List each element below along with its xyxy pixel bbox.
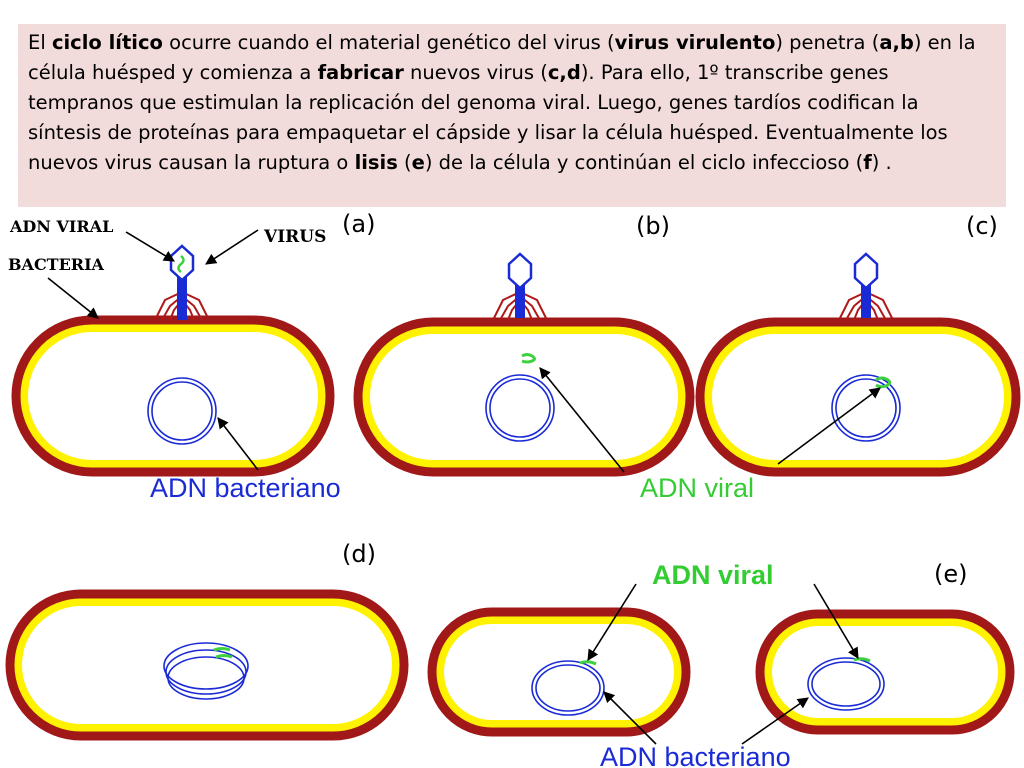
description-segment: nuevos virus ( bbox=[403, 61, 548, 84]
arrow-adn-bacteriano-1 bbox=[217, 417, 259, 471]
label-panel-a: (a) bbox=[342, 210, 375, 238]
label-virus: VIRUS bbox=[263, 227, 326, 247]
description-segment: ) de la célula y continúan el ciclo infe… bbox=[424, 151, 864, 174]
virus-b bbox=[493, 252, 547, 321]
label-adn-viral-top: ADN VIRAL bbox=[9, 217, 113, 236]
viral-dna-d bbox=[213, 647, 233, 659]
arrow-adn-viral-b bbox=[539, 367, 625, 473]
viral-dna-e1 bbox=[579, 660, 597, 666]
description-text: El ciclo lítico ocurre cuando el materia… bbox=[28, 28, 996, 178]
description-segment: ) penetra ( bbox=[775, 31, 880, 54]
arrow-adn-viral-c bbox=[777, 387, 881, 465]
description-segment: ) en la célula huésped y comienza a bbox=[28, 31, 976, 84]
description-segment: ) . bbox=[871, 151, 892, 174]
description-bold-segment: ciclo lítico bbox=[51, 31, 163, 54]
label-panel-c: (c) bbox=[966, 212, 998, 240]
label-adn-bacteriano-1: ADN bacteriano bbox=[150, 473, 341, 503]
panel-a bbox=[11, 244, 335, 477]
label-adn-viral-1: ADN viral bbox=[640, 473, 754, 503]
panel-c bbox=[695, 252, 1021, 477]
arrow-adn-bacteriano-e2 bbox=[741, 697, 809, 745]
virus-c bbox=[839, 252, 893, 321]
label-panel-b: (b) bbox=[636, 212, 670, 240]
arrow-adn-bacteriano-e1 bbox=[603, 691, 657, 745]
description-box: El ciclo lítico ocurre cuando el materia… bbox=[18, 24, 1006, 207]
label-adn-bacteriano-2: ADN bacteriano bbox=[600, 742, 791, 768]
bacterial-dna-e1 bbox=[531, 660, 605, 716]
description-bold-segment: virus virulento bbox=[614, 31, 776, 54]
label-panel-e: (e) bbox=[934, 560, 968, 588]
label-bacteria: BACTERIA bbox=[8, 255, 105, 274]
description-segment: El bbox=[28, 31, 52, 54]
viral-dna-b bbox=[521, 353, 536, 364]
description-segment: ( bbox=[397, 151, 412, 174]
arrow-adn-viral-e1 bbox=[587, 583, 637, 661]
description-bold-segment: a,b bbox=[879, 31, 914, 54]
label-adn-viral-2: ADN viral bbox=[652, 560, 774, 590]
description-bold-segment: fabricar bbox=[317, 61, 404, 84]
bacterial-dna-e2 bbox=[807, 657, 885, 711]
panel-e-left bbox=[427, 607, 691, 737]
description-segment: ocurre cuando el material genético del v… bbox=[162, 31, 615, 54]
arrow-bacteria bbox=[47, 277, 99, 319]
arrow-adn-viral-e2 bbox=[813, 583, 859, 659]
description-segment: ). Para ello, 1º transcribe genes tempra… bbox=[28, 61, 948, 174]
bacterial-dna-d bbox=[163, 642, 249, 700]
arrow-adn-viral-top bbox=[125, 231, 175, 262]
arrow-virus bbox=[205, 229, 259, 265]
viral-dna-e2 bbox=[853, 657, 871, 663]
bacterial-dna-c bbox=[831, 374, 901, 442]
bacterial-dna-b bbox=[485, 374, 555, 442]
panel-e-right bbox=[755, 609, 1015, 735]
label-panel-d: (d) bbox=[342, 540, 376, 568]
description-bold-segment: e bbox=[411, 151, 425, 174]
virus-a bbox=[155, 244, 209, 321]
panel-b bbox=[353, 252, 695, 477]
description-bold-segment: lisis bbox=[354, 151, 398, 174]
panel-d bbox=[5, 589, 409, 741]
description-bold-segment: f bbox=[863, 151, 872, 174]
description-bold-segment: c,d bbox=[547, 61, 581, 84]
bacterial-dna-a bbox=[147, 377, 217, 445]
viral-dna-c bbox=[875, 376, 892, 389]
